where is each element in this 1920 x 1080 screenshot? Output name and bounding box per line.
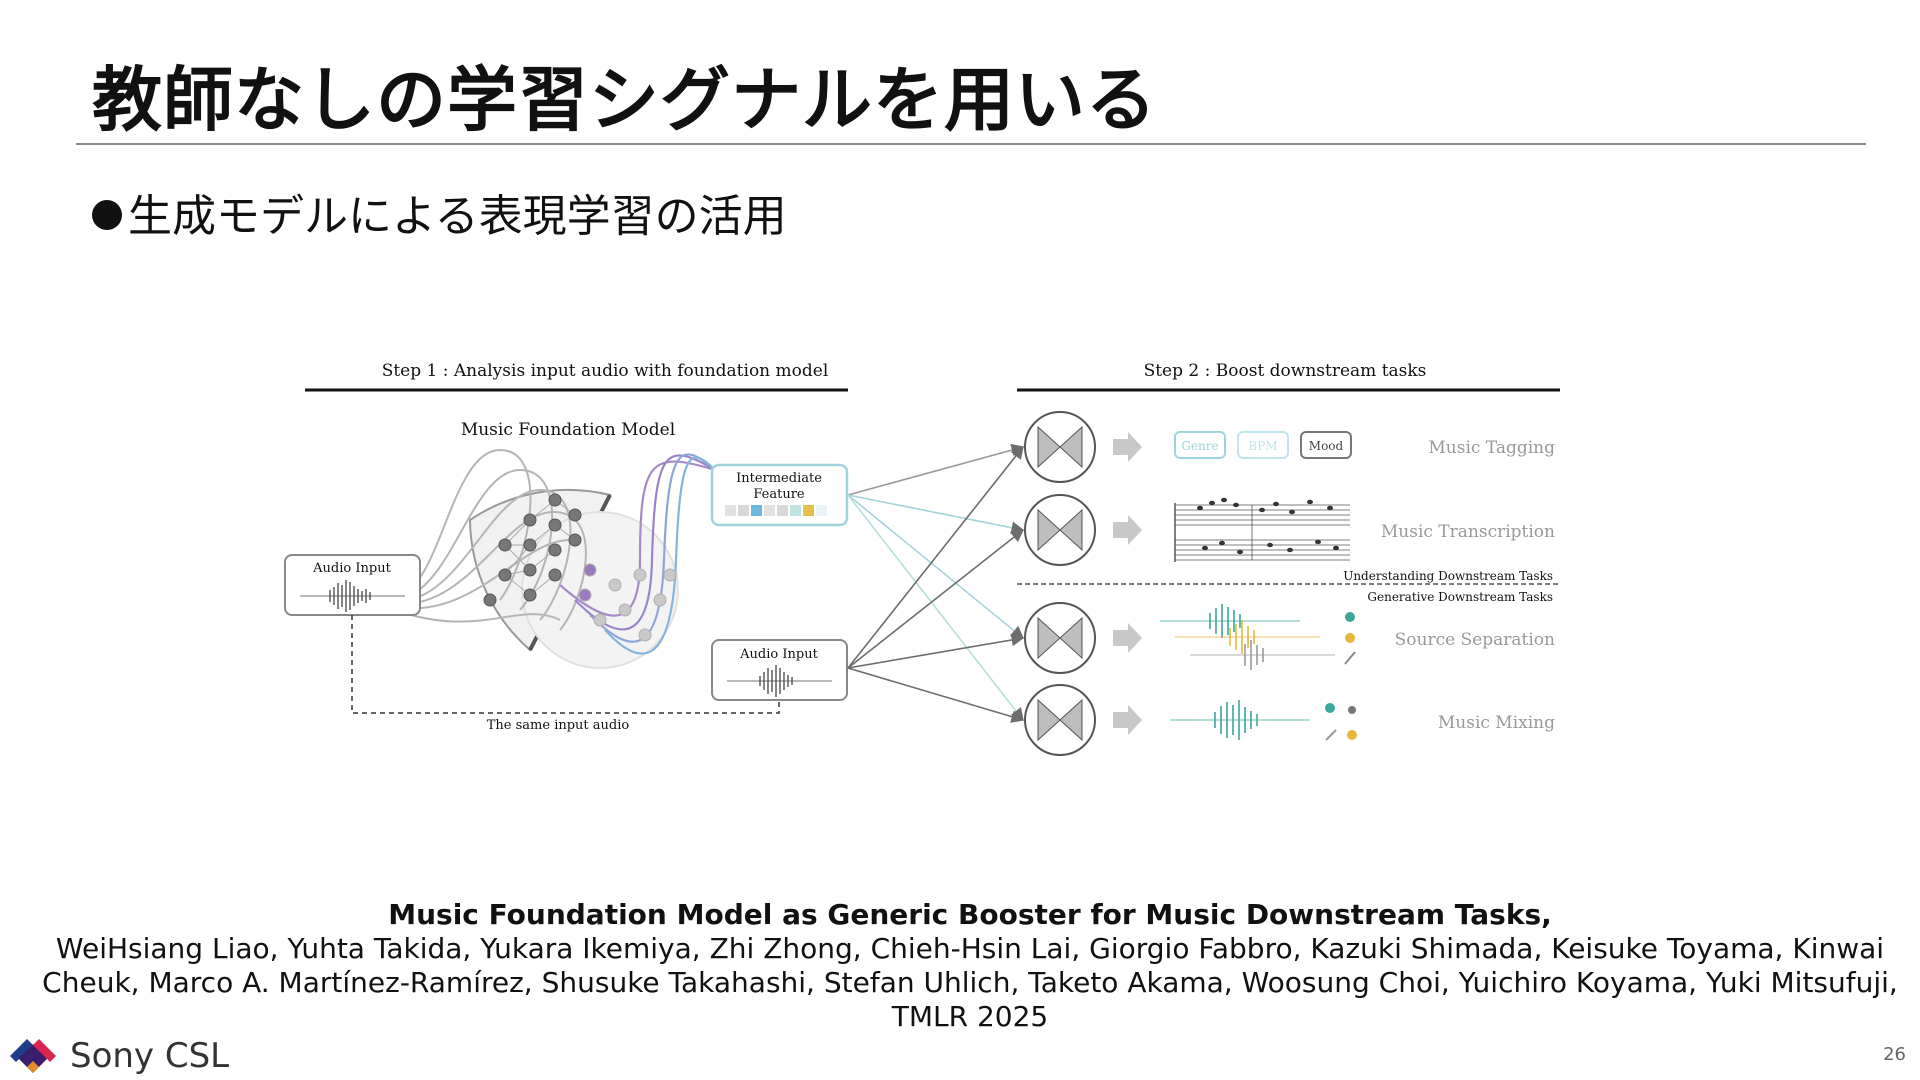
task-model-mixing-icon: [1024, 684, 1096, 756]
mixing-waveform-icon: [1170, 700, 1357, 741]
decoder-nodes: [578, 563, 677, 642]
same-audio-connector: [351, 615, 780, 714]
task-model-tagging-icon: [1024, 411, 1096, 483]
audio-input-right-box: Audio Input: [711, 639, 848, 701]
sheet-music-icon: [1174, 497, 1350, 562]
title-divider: [76, 143, 1866, 145]
generative-label: Generative Downstream Tasks: [1367, 590, 1553, 604]
citation-title: Music Foundation Model as Generic Booste…: [388, 898, 1552, 931]
slide-title: 教師なしの学習シグナルを用いる: [92, 59, 1157, 141]
task-separation-label: Source Separation: [1395, 630, 1555, 650]
task-model-icons: [1024, 411, 1096, 756]
task-tagging-label: Music Tagging: [1428, 438, 1555, 458]
output-arrow-icons: [1113, 432, 1142, 735]
audio-input-left-box: Audio Input: [284, 554, 421, 616]
step2-label: Step 2 : Boost downstream tasks: [1144, 361, 1427, 381]
citation-authors-line1: WeiHsiang Liao, Yuhta Takida, Yukara Ike…: [55, 932, 1885, 965]
bullet-dot-icon: [92, 200, 122, 230]
model-label: Music Foundation Model: [461, 420, 675, 440]
intermediate-feature-box: Intermediate Feature: [710, 463, 849, 527]
task-model-separation-icon: [1024, 602, 1096, 674]
same-audio-label: The same input audio: [487, 718, 630, 733]
task-mixing-label: Music Mixing: [1438, 713, 1555, 733]
bullet-item: 生成モデルによる表現学習の活用: [92, 180, 787, 244]
step1-label: Step 1 : Analysis input audio with found…: [382, 361, 829, 381]
tag-genre: Genre: [1181, 439, 1218, 453]
waveform-right-icon: [727, 665, 832, 697]
feature-cells: [725, 505, 827, 516]
bullet-text: 生成モデルによる表現学習の活用: [128, 191, 787, 242]
footer-brand: Sony CSL: [70, 1036, 230, 1076]
waveform-left-icon: [300, 580, 405, 612]
tag-bpm: BPM: [1248, 439, 1277, 453]
page-number: 26: [1883, 1044, 1906, 1065]
footer-logo: Sony CSL: [10, 1036, 229, 1076]
feature-curves: [559, 453, 716, 655]
tag-mood: Mood: [1309, 439, 1344, 453]
citation-authors-line2: Cheuk, Marco A. Martínez-Ramírez, Shusuk…: [42, 966, 1898, 999]
citation: Music Foundation Model as Generic Booste…: [40, 898, 1900, 1034]
audio-input-right-label: Audio Input: [739, 647, 818, 662]
separation-waveforms-icon: [1160, 604, 1356, 670]
connection-arrows: [847, 443, 1025, 723]
citation-venue: TMLR 2025: [891, 1000, 1049, 1033]
encoder-nodes: [483, 493, 582, 607]
input-curves: [394, 448, 587, 631]
audio-input-left-label: Audio Input: [312, 561, 391, 576]
sony-csl-logo-icon: [10, 1039, 56, 1073]
intermediate-line2: Feature: [753, 487, 805, 502]
intermediate-line1: Intermediate: [736, 471, 822, 486]
understanding-label: Understanding Downstream Tasks: [1343, 569, 1553, 583]
model-decoder-fan: [521, 511, 679, 669]
tag-boxes: Genre BPM Mood: [1174, 431, 1352, 459]
task-model-transcription-icon: [1024, 494, 1096, 566]
task-transcription-label: Music Transcription: [1381, 522, 1555, 542]
